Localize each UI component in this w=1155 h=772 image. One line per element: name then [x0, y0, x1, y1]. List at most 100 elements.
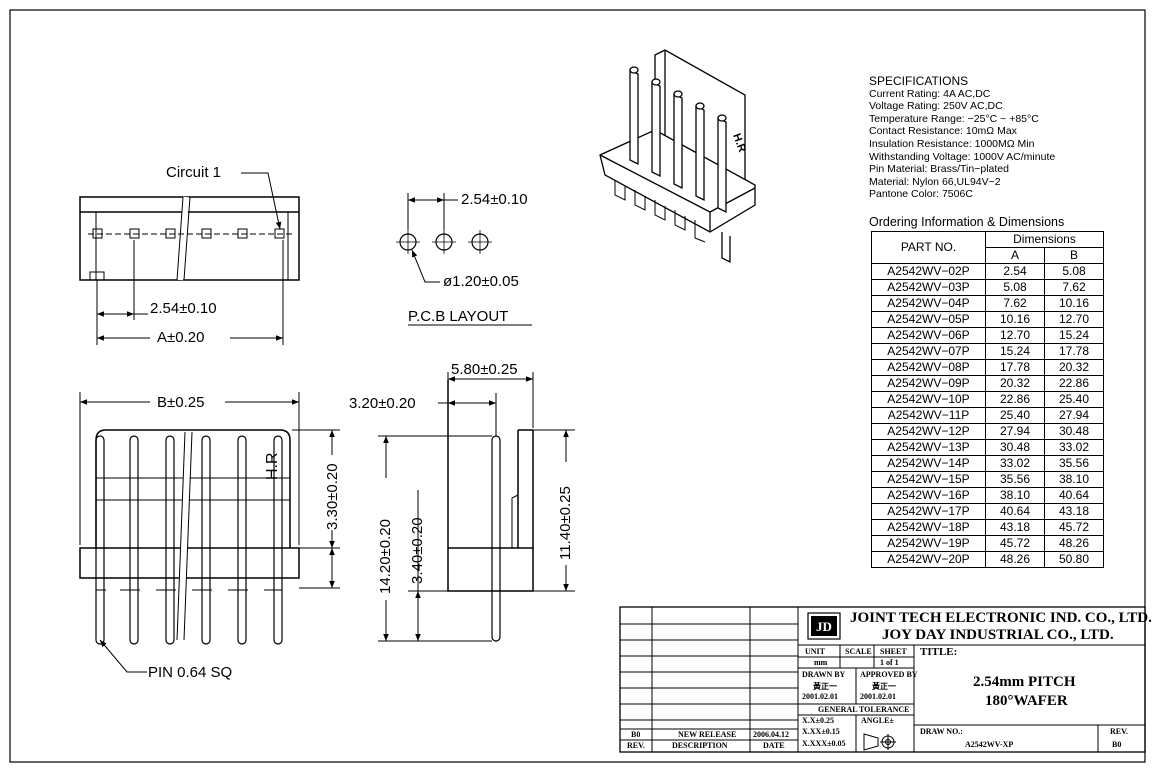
title-label: TITLE: — [920, 646, 958, 658]
part-number-cell: A2542WV−03P — [871, 279, 986, 296]
part-number-cell: A2542WV−14P — [871, 455, 986, 472]
general-tolerance-label: GENERAL TOLERANCE — [818, 705, 910, 714]
front-view — [79, 172, 300, 345]
pcb-layout — [396, 193, 532, 326]
approved-by-label: APPROVED BY — [860, 670, 918, 679]
part-number-cell: A2542WV−09P — [871, 375, 986, 392]
dim-b-cell: 43.18 — [1044, 503, 1104, 520]
dim-a-cell: 22.86 — [985, 391, 1045, 408]
part-number-cell: A2542WV−06P — [871, 327, 986, 344]
dim-b-cell: 22.86 — [1044, 375, 1104, 392]
company-logo-box — [807, 612, 841, 640]
total-height-dimension: 14.20±0.20 — [377, 519, 394, 594]
revision-row-date: 2006.04.12 — [753, 730, 789, 739]
dim-a-cell: 35.56 — [985, 471, 1045, 488]
svg-text:JD: JD — [816, 619, 832, 634]
dim-a-cell: 40.64 — [985, 503, 1045, 520]
col-b-header: B — [1044, 247, 1104, 264]
col-a-header: A — [985, 247, 1045, 264]
company-logo: JD — [811, 616, 837, 636]
dim-a-cell: 15.24 — [985, 343, 1045, 360]
sheet-border — [9, 9, 1146, 763]
dim-b-cell: 48.26 — [1044, 535, 1104, 552]
pin-size-label: PIN 0.64 SQ — [148, 664, 233, 681]
lower-height-dimension: 3.40±0.20 — [409, 517, 426, 584]
dim-b-cell: 40.64 — [1044, 487, 1104, 504]
dim-a-cell: 48.26 — [985, 551, 1045, 568]
approved-by-name: 黃正一 — [872, 682, 896, 691]
part-number-cell: A2542WV−15P — [871, 471, 986, 488]
dim-b-cell: 27.94 — [1044, 407, 1104, 424]
part-number-cell: A2542WV−04P — [871, 295, 986, 312]
tolerance-3: X.XXX±0.05 — [802, 739, 846, 748]
draw-no-value: A2542WV-XP — [965, 740, 1014, 749]
spec-line: Withstanding Voltage: 1000V AC/minute — [869, 150, 1056, 163]
dim-a-cell: 5.08 — [985, 279, 1045, 296]
dim-a-cell: 7.62 — [985, 295, 1045, 312]
dim-a-cell: 17.78 — [985, 359, 1045, 376]
dim-a-cell: 12.70 — [985, 327, 1045, 344]
part-number-cell: A2542WV−07P — [871, 343, 986, 360]
dim-a-cell: 27.94 — [985, 423, 1045, 440]
dim-b-cell: 38.10 — [1044, 471, 1104, 488]
side-view — [378, 372, 575, 642]
part-number-cell: A2542WV−08P — [871, 359, 986, 376]
upper-height-dimension: 3.30±0.20 — [324, 463, 341, 530]
part-number-cell: A2542WV−11P — [871, 407, 986, 424]
dim-b-cell: 12.70 — [1044, 311, 1104, 328]
part-number-cell: A2542WV−12P — [871, 423, 986, 440]
part-number-cell: A2542WV−10P — [871, 391, 986, 408]
circuit-label: Circuit 1 — [166, 164, 222, 181]
unit-value: mm — [814, 658, 828, 667]
spec-line: Pantone Color: 7506C — [869, 188, 973, 201]
dim-b-cell: 30.48 — [1044, 423, 1104, 440]
rev-label: REV. — [1110, 727, 1128, 736]
title-block-lines — [619, 606, 1146, 753]
spec-line: Pin Material: Brass/Tin−plated — [869, 163, 1009, 176]
part-no-header: PART NO. — [871, 231, 986, 264]
part-number-cell: A2542WV−02P — [871, 263, 986, 280]
part-number-cell: A2542WV−18P — [871, 519, 986, 536]
drawn-by-name: 黃正一 — [813, 682, 837, 691]
part-number-cell: A2542WV−05P — [871, 311, 986, 328]
dim-a-cell: 10.16 — [985, 311, 1045, 328]
unit-label: UNIT — [805, 647, 826, 656]
bottom-view — [79, 392, 340, 673]
specifications-block: SPECIFICATIONS Current Rating: 4A AC,DC … — [869, 75, 1055, 201]
hr-marking: H.R — [264, 452, 281, 480]
angle-label: ANGLE± — [861, 716, 894, 725]
ordering-title: Ordering Information & Dimensions — [869, 215, 1065, 229]
dim-b-cell: 35.56 — [1044, 455, 1104, 472]
dim-b-cell: 50.80 — [1044, 551, 1104, 568]
dimensions-header: Dimensions — [985, 231, 1104, 248]
drawn-by-label: DRAWN BY — [802, 670, 846, 679]
sheet-label: SHEET — [880, 647, 907, 656]
draw-no-label: DRAW NO.: — [920, 727, 963, 736]
spec-line: Material: Nylon 66,UL94V−2 — [869, 175, 1001, 188]
approved-date: 2001.02.01 — [860, 692, 896, 701]
dim-b-cell: 33.02 — [1044, 439, 1104, 456]
isometric-view: H.R — [599, 49, 756, 264]
dim-b-cell: 25.40 — [1044, 391, 1104, 408]
pcb-layout-title: P.C.B LAYOUT — [408, 308, 509, 325]
dim-a-cell: 38.10 — [985, 487, 1045, 504]
dim-b-cell: 5.08 — [1044, 263, 1104, 280]
pcb-hole-dimension: ø1.20±0.05 — [443, 273, 519, 290]
dim-b-label: B±0.25 — [157, 394, 205, 411]
dim-a-cell: 43.18 — [985, 519, 1045, 536]
spec-line: Voltage Rating: 250V AC,DC — [869, 100, 1003, 113]
